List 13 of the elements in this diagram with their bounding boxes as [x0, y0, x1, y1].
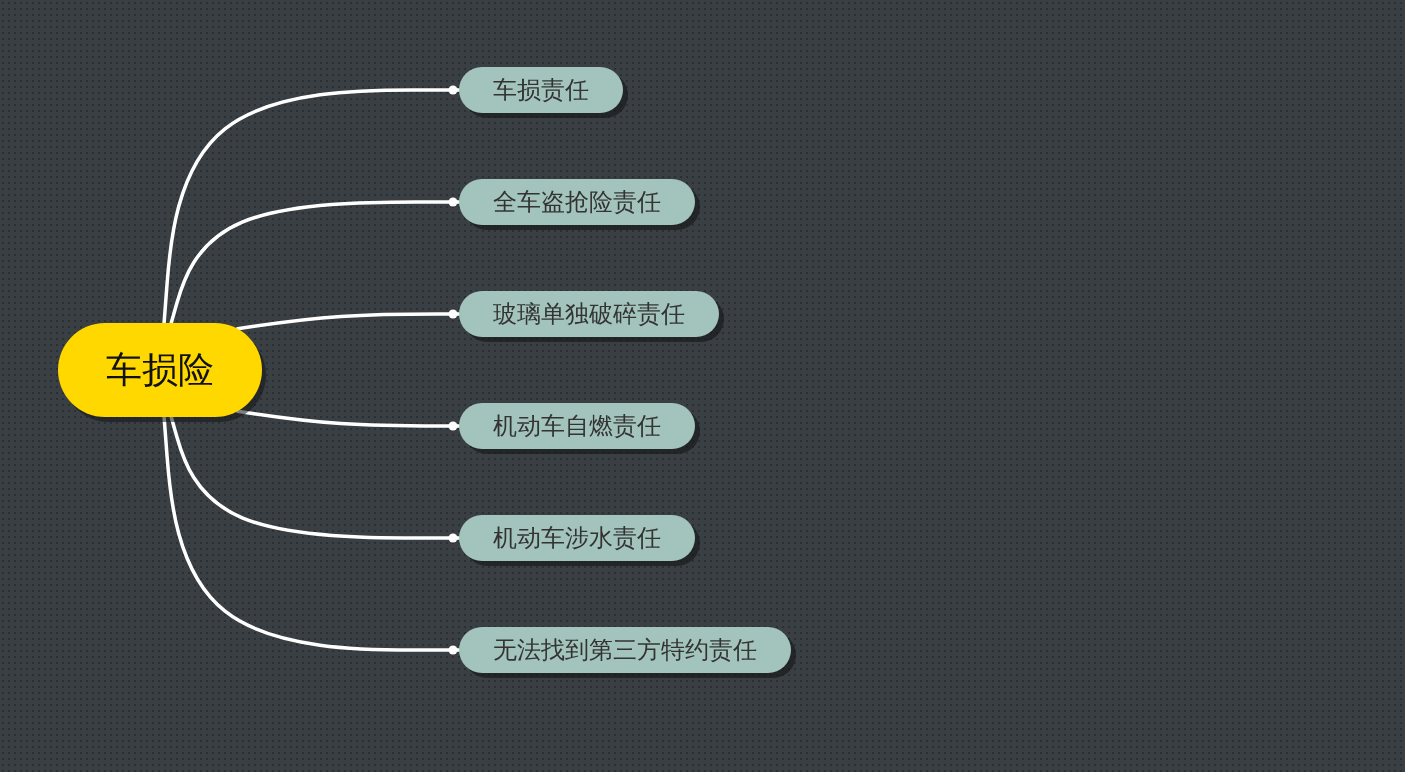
subtopic-box: 全车盗抢险责任 [459, 179, 695, 225]
connector-line [235, 309, 461, 331]
subtopic-box: 车损责任 [459, 67, 623, 113]
connector-line [169, 197, 461, 325]
connector-line [162, 85, 461, 325]
connector-line [169, 415, 461, 543]
subtopic-box: 机动车涉水责任 [459, 515, 695, 561]
subtopic-box: 无法找到第三方特约责任 [459, 627, 791, 673]
connector-line [235, 409, 461, 431]
connector-line [162, 415, 461, 655]
central-topic: 车损险 [58, 323, 262, 417]
subtopic-box: 玻璃单独破碎责任 [459, 291, 719, 337]
subtopic-box: 机动车自燃责任 [459, 403, 695, 449]
